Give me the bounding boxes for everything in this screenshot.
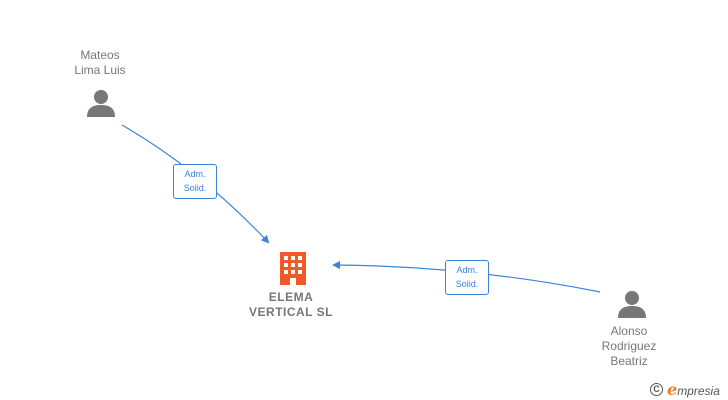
person-label-mateos[interactable]: Mateos Lima Luis <box>74 48 126 77</box>
brand-name: mpresia <box>677 383 720 398</box>
company-label[interactable]: ELEMA VERTICAL SL <box>249 290 333 319</box>
copyright-icon: C <box>650 382 663 396</box>
person-icon[interactable] <box>86 88 116 118</box>
edge-label-person-1[interactable]: Adm. Solid. <box>173 164 217 199</box>
person-label-alonso[interactable]: Alonso Rodriguez Beatriz <box>601 324 657 368</box>
brand-logo: e mpresia <box>667 380 720 399</box>
edge-label-person-2[interactable]: Adm. Solid. <box>445 260 489 295</box>
person-icon[interactable] <box>617 289 647 319</box>
building-icon[interactable] <box>278 251 308 286</box>
brand-footer: C e mpresia <box>650 380 720 399</box>
brand-initial: e <box>667 379 678 399</box>
